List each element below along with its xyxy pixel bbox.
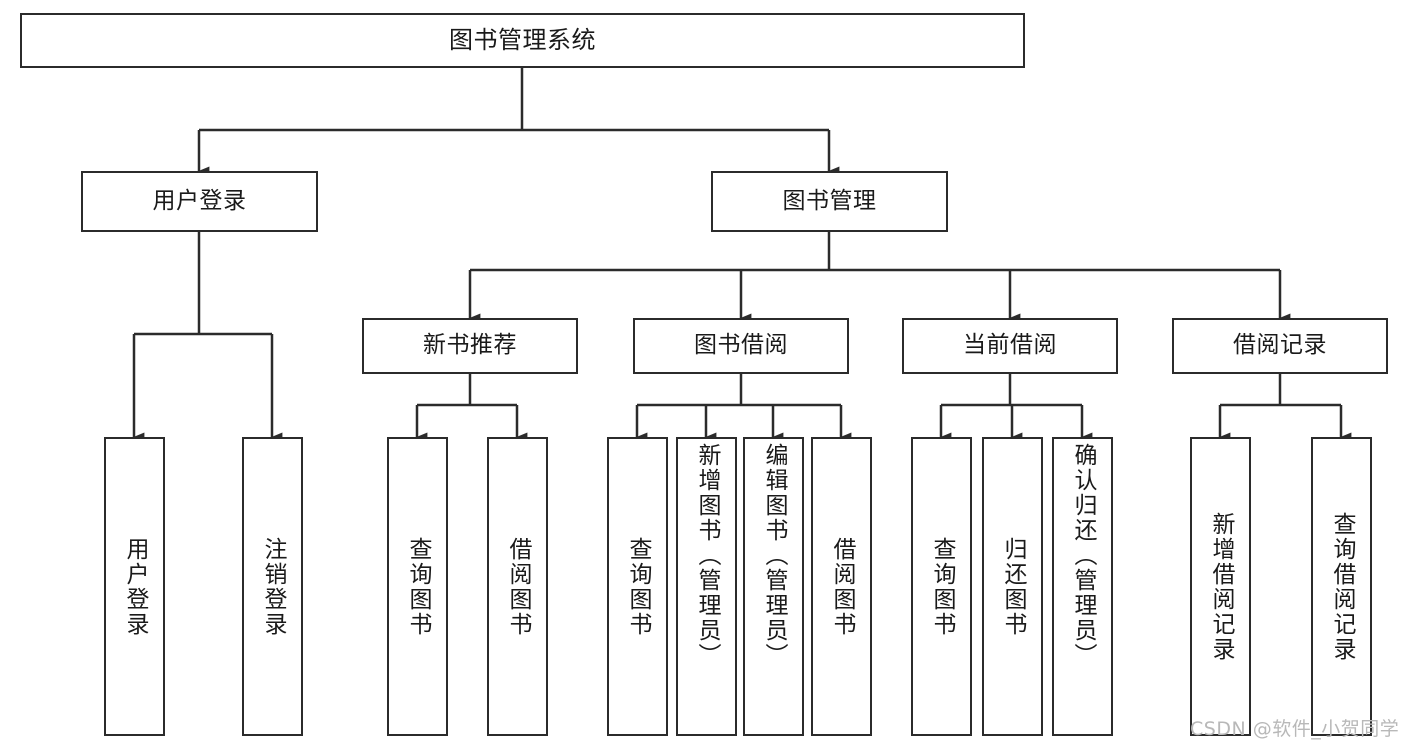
node-book-manage-label: 图书管理 (782, 187, 877, 214)
leaf-edit-book-admin[interactable]: 编辑图书（管理员） (743, 437, 804, 736)
csdn-watermark: CSDN @软件_小贺同学 (1190, 718, 1400, 740)
leaf-logout[interactable]: 注销登录 (242, 437, 303, 736)
leaf-borrow-book-label: 借阅图书 (829, 536, 855, 637)
leaf-query-book-borrow-label: 查询图书 (625, 536, 651, 637)
node-new-book-recommend-label: 新书推荐 (423, 332, 517, 359)
leaf-confirm-return-admin-label: 确认归还（管理员） (1070, 443, 1096, 668)
node-borrow-record[interactable]: 借阅记录 (1172, 318, 1388, 374)
leaf-query-book-current[interactable]: 查询图书 (911, 437, 972, 736)
node-borrow-record-label: 借阅记录 (1233, 332, 1327, 359)
leaf-logout-label: 注销登录 (260, 536, 286, 637)
node-current-borrow-label: 当前借阅 (963, 332, 1057, 359)
node-root-label: 图书管理系统 (449, 26, 596, 55)
leaf-return-book[interactable]: 归还图书 (982, 437, 1043, 736)
leaf-borrow-book-recommend[interactable]: 借阅图书 (487, 437, 548, 736)
node-book-borrow[interactable]: 图书借阅 (633, 318, 849, 374)
node-book-borrow-label: 图书借阅 (694, 332, 788, 359)
leaf-borrow-book[interactable]: 借阅图书 (811, 437, 872, 736)
leaf-add-borrow-record[interactable]: 新增借阅记录 (1190, 437, 1251, 736)
node-current-borrow[interactable]: 当前借阅 (902, 318, 1118, 374)
leaf-query-book-borrow[interactable]: 查询图书 (607, 437, 668, 736)
leaf-add-borrow-record-label: 新增借阅记录 (1208, 511, 1234, 662)
leaf-query-borrow-record-label: 查询借阅记录 (1329, 511, 1355, 662)
node-new-book-recommend[interactable]: 新书推荐 (362, 318, 578, 374)
leaf-confirm-return-admin[interactable]: 确认归还（管理员） (1052, 437, 1113, 736)
leaf-user-login-label: 用户登录 (122, 536, 148, 637)
node-user-login-label: 用户登录 (152, 187, 247, 214)
node-user-login[interactable]: 用户登录 (81, 171, 318, 232)
node-root[interactable]: 图书管理系统 (20, 13, 1025, 68)
leaf-add-book-admin-label: 新增图书（管理员） (694, 443, 720, 668)
leaf-query-book-recommend[interactable]: 查询图书 (387, 437, 448, 736)
node-book-manage[interactable]: 图书管理 (711, 171, 948, 232)
leaf-query-book-recommend-label: 查询图书 (405, 536, 431, 637)
leaf-user-login[interactable]: 用户登录 (104, 437, 165, 736)
leaf-query-book-current-label: 查询图书 (929, 536, 955, 637)
leaf-edit-book-admin-label: 编辑图书（管理员） (761, 443, 787, 668)
leaf-add-book-admin[interactable]: 新增图书（管理员） (676, 437, 737, 736)
leaf-borrow-book-recommend-label: 借阅图书 (505, 536, 531, 637)
leaf-query-borrow-record[interactable]: 查询借阅记录 (1311, 437, 1372, 736)
leaf-return-book-label: 归还图书 (1000, 536, 1026, 637)
